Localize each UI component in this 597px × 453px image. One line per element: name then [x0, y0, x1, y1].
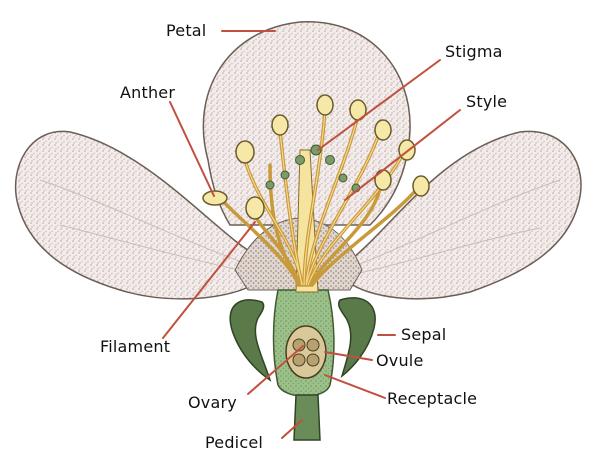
label-sepal: Sepal: [401, 325, 446, 344]
sepal-left: [230, 300, 270, 380]
label-pedicel: Pedicel: [205, 433, 263, 452]
ovule-4: [307, 354, 319, 366]
label-stigma: Stigma: [445, 42, 503, 61]
pedicel: [294, 395, 320, 440]
label-petal: Petal: [166, 21, 206, 40]
sepal-right: [339, 298, 375, 376]
label-ovule: Ovule: [376, 351, 424, 370]
label-anther: Anther: [120, 83, 175, 102]
ovule-3: [293, 354, 305, 366]
label-filament: Filament: [100, 337, 170, 356]
label-style: Style: [466, 92, 507, 111]
ovule-2: [307, 339, 319, 351]
label-receptacle: Receptacle: [387, 389, 477, 408]
ovary: [286, 326, 326, 378]
label-ovary: Ovary: [188, 393, 237, 412]
